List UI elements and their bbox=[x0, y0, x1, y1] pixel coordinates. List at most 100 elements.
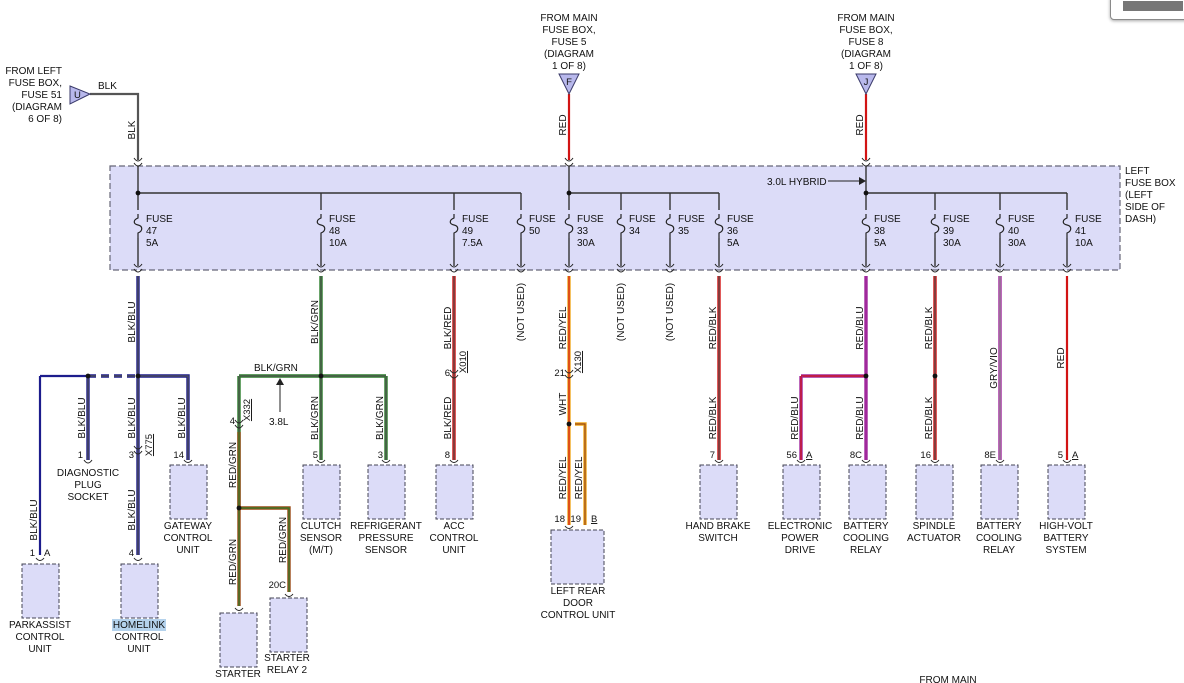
wire-label-red-grn: RED/GRN bbox=[278, 517, 289, 563]
fuse-f41-label: 41 bbox=[1075, 226, 1087, 237]
connector-x130: X130 bbox=[573, 351, 584, 373]
fuse-f35-connector-a bbox=[665, 263, 675, 268]
fuse-f49-connector-a bbox=[449, 263, 459, 268]
fuse-f39-label: FUSE bbox=[943, 214, 970, 225]
fuse-f50-label: FUSE bbox=[529, 214, 556, 225]
connector-x332: X332 bbox=[242, 399, 253, 421]
fuse-f36-connector-b bbox=[714, 268, 724, 273]
component-clutch-label: SENSOR bbox=[300, 533, 342, 544]
starter-pin bbox=[234, 607, 244, 611]
source-f-connector-b bbox=[564, 162, 574, 167]
fuse-f41-symbol bbox=[1062, 214, 1072, 238]
wire-label-blk-blu: BLK/BLU bbox=[177, 397, 188, 438]
connector-label: 14 bbox=[173, 450, 184, 461]
x332-connector-b bbox=[234, 424, 244, 429]
note-3-8l: 3.8L bbox=[269, 417, 289, 428]
fuse-f36-connector-a bbox=[714, 263, 724, 268]
connector-label: 7 bbox=[710, 450, 715, 461]
connector-label: 21 bbox=[554, 368, 565, 379]
source-u-label: 6 OF 8) bbox=[28, 114, 62, 125]
x332-connector-a bbox=[234, 419, 244, 424]
component-left-rear-door-label: LEFT REAR bbox=[551, 586, 606, 597]
source-j-connector-a bbox=[861, 157, 871, 162]
component-starter-relay-box bbox=[269, 597, 308, 653]
fuse-f49-connector-b bbox=[449, 268, 459, 273]
diag-plug-symbol bbox=[83, 459, 93, 464]
component-starter-relay-label: STARTER bbox=[264, 653, 310, 664]
fuse-f34-label: 34 bbox=[629, 226, 641, 237]
fuse-f41-label: 10A bbox=[1075, 238, 1093, 249]
wire-label-blk-red: BLK/RED bbox=[443, 397, 454, 440]
source-j-label: FUSE BOX, bbox=[839, 25, 892, 36]
fuse-f50-connector-b bbox=[516, 268, 526, 273]
component-diag-plug-label: DIAGNOSTIC bbox=[57, 468, 119, 479]
component-clutch-label: (M/T) bbox=[309, 545, 333, 556]
source-u-connector-b bbox=[133, 162, 143, 167]
wire-label-blk-blu: BLK/BLU bbox=[29, 499, 40, 540]
component-bcr2-label: BATTERY bbox=[976, 521, 1022, 532]
component-hand-brake-label: HAND BRAKE bbox=[685, 521, 750, 532]
component-bcr2-label: COOLING bbox=[976, 533, 1022, 544]
connector-x010: X010 bbox=[458, 351, 469, 373]
fuse-f34-symbol bbox=[616, 214, 626, 238]
fuse-f38-connector-b bbox=[861, 268, 871, 273]
wire-source-u bbox=[90, 92, 140, 160]
wire-label-blk-vertical: BLK bbox=[127, 120, 138, 139]
component-hv-battery-label: HIGH-VOLT bbox=[1039, 521, 1093, 532]
component-spindle-box bbox=[915, 464, 954, 520]
component-hand-brake-box bbox=[699, 464, 738, 520]
source-u-label: (DIAGRAM bbox=[12, 102, 62, 113]
source-u-flag bbox=[69, 85, 92, 105]
fuse-f33-label: 33 bbox=[577, 226, 589, 237]
connector-label: 20C bbox=[269, 580, 287, 591]
component-epd-label: DRIVE bbox=[785, 545, 816, 556]
fuse-f49-label: FUSE bbox=[462, 214, 489, 225]
hand-brake-pin bbox=[714, 459, 724, 463]
not-used-label: (NOT USED) bbox=[665, 283, 676, 341]
component-parkassist-label: CONTROL bbox=[16, 632, 65, 643]
fuse-f47-symbol bbox=[133, 214, 143, 238]
connector-label: 16 bbox=[920, 450, 931, 461]
component-bcr2-label: RELAY bbox=[983, 545, 1015, 556]
source-f-label: 1 OF 8) bbox=[552, 61, 586, 72]
connector-x775: X775 bbox=[144, 434, 155, 456]
x130-connector-a bbox=[564, 369, 574, 374]
fuse-f35-label: 35 bbox=[678, 226, 690, 237]
wire-starter-relay-stripe bbox=[239, 507, 290, 592]
component-hv-battery-box bbox=[1047, 464, 1086, 520]
not-used-label: (NOT USED) bbox=[616, 283, 627, 341]
fuse-f34-label: FUSE bbox=[629, 214, 656, 225]
connector-label: 18 bbox=[554, 514, 565, 525]
wire-label-red-blk: RED/BLK bbox=[708, 306, 719, 349]
fuse-box-label: FUSE BOX bbox=[1125, 178, 1176, 189]
component-bcr1-label: BATTERY bbox=[843, 521, 889, 532]
wire-label-red-blk: RED/BLK bbox=[924, 306, 935, 349]
fuse-f48-label: FUSE bbox=[329, 214, 356, 225]
component-acc-box bbox=[435, 464, 474, 520]
wire-label-red-grn: RED/GRN bbox=[228, 539, 239, 585]
component-parkassist-label: PARKASSIST bbox=[9, 620, 71, 631]
component-hv-battery-label: SYSTEM bbox=[1045, 545, 1086, 556]
fuse-f36-label: FUSE bbox=[727, 214, 754, 225]
connector-label: 3 bbox=[129, 450, 134, 461]
fuse-f35-symbol bbox=[665, 214, 675, 238]
junction bbox=[318, 373, 324, 379]
component-bcr2-box bbox=[980, 464, 1019, 520]
connector-label: 5 bbox=[313, 450, 318, 461]
fuse-f33-connector-b bbox=[564, 268, 574, 273]
component-clutch-box bbox=[302, 464, 341, 520]
source-f-connector-a bbox=[564, 157, 574, 162]
wire-label-red-j: RED bbox=[855, 114, 866, 135]
fuse-f35-label: FUSE bbox=[678, 214, 705, 225]
fuse-f49-symbol bbox=[449, 214, 459, 238]
source-u-label: FROM LEFT bbox=[5, 66, 62, 77]
junction bbox=[863, 373, 869, 379]
fuse-f39-label: 30A bbox=[943, 238, 961, 249]
bcr2-pin bbox=[995, 459, 1005, 463]
source-f-label: FUSE 5 bbox=[551, 37, 586, 48]
fuse-f41-label: FUSE bbox=[1075, 214, 1102, 225]
fuse-f47-connector-a bbox=[133, 263, 143, 268]
wire-label-blk-grn: BLK/GRN bbox=[254, 363, 298, 374]
source-f-letter: F bbox=[566, 77, 572, 88]
wire-label-blk-blu: BLK/BLU bbox=[127, 397, 138, 438]
